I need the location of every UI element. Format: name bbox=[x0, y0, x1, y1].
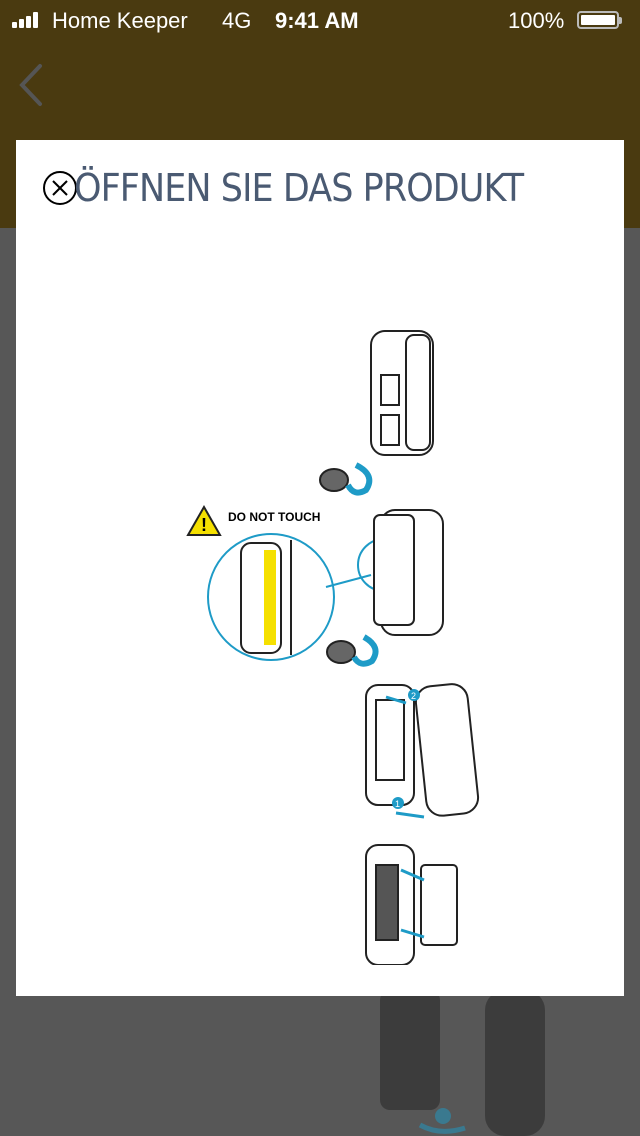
carrier-name: Home Keeper bbox=[52, 8, 188, 33]
svg-text:!: ! bbox=[201, 515, 207, 535]
warning-icon: ! bbox=[186, 504, 222, 536]
step-number-2: 2 bbox=[411, 691, 416, 701]
signal-icon bbox=[12, 12, 38, 28]
step-separate: 2 1 bbox=[365, 683, 480, 819]
battery-percent: 100% bbox=[508, 8, 565, 33]
close-icon[interactable] bbox=[42, 170, 78, 206]
instruction-illustration: ! DO NOT TOUCH 2 1 bbox=[186, 330, 480, 965]
step-number-1: 1 bbox=[395, 799, 400, 809]
step-closed-device bbox=[319, 330, 434, 496]
clock: 9:41 AM bbox=[275, 8, 359, 33]
chevron-left-icon[interactable] bbox=[14, 60, 54, 110]
background-illustration bbox=[380, 990, 545, 1136]
magnified-detail bbox=[207, 509, 444, 667]
network-type: 4G bbox=[222, 8, 252, 33]
status-bar: Home Keeper 4G 9:41 AM 100% bbox=[0, 0, 640, 40]
instruction-modal: ÖFFNEN SIE DAS PRODUKT ! DO NOT TOUCH bbox=[16, 140, 624, 996]
modal-title: ÖFFNEN SIE DAS PRODUKT bbox=[74, 166, 524, 210]
step-remove-module bbox=[365, 844, 458, 965]
warning-label: DO NOT TOUCH bbox=[228, 510, 320, 524]
battery-icon bbox=[577, 11, 622, 29]
